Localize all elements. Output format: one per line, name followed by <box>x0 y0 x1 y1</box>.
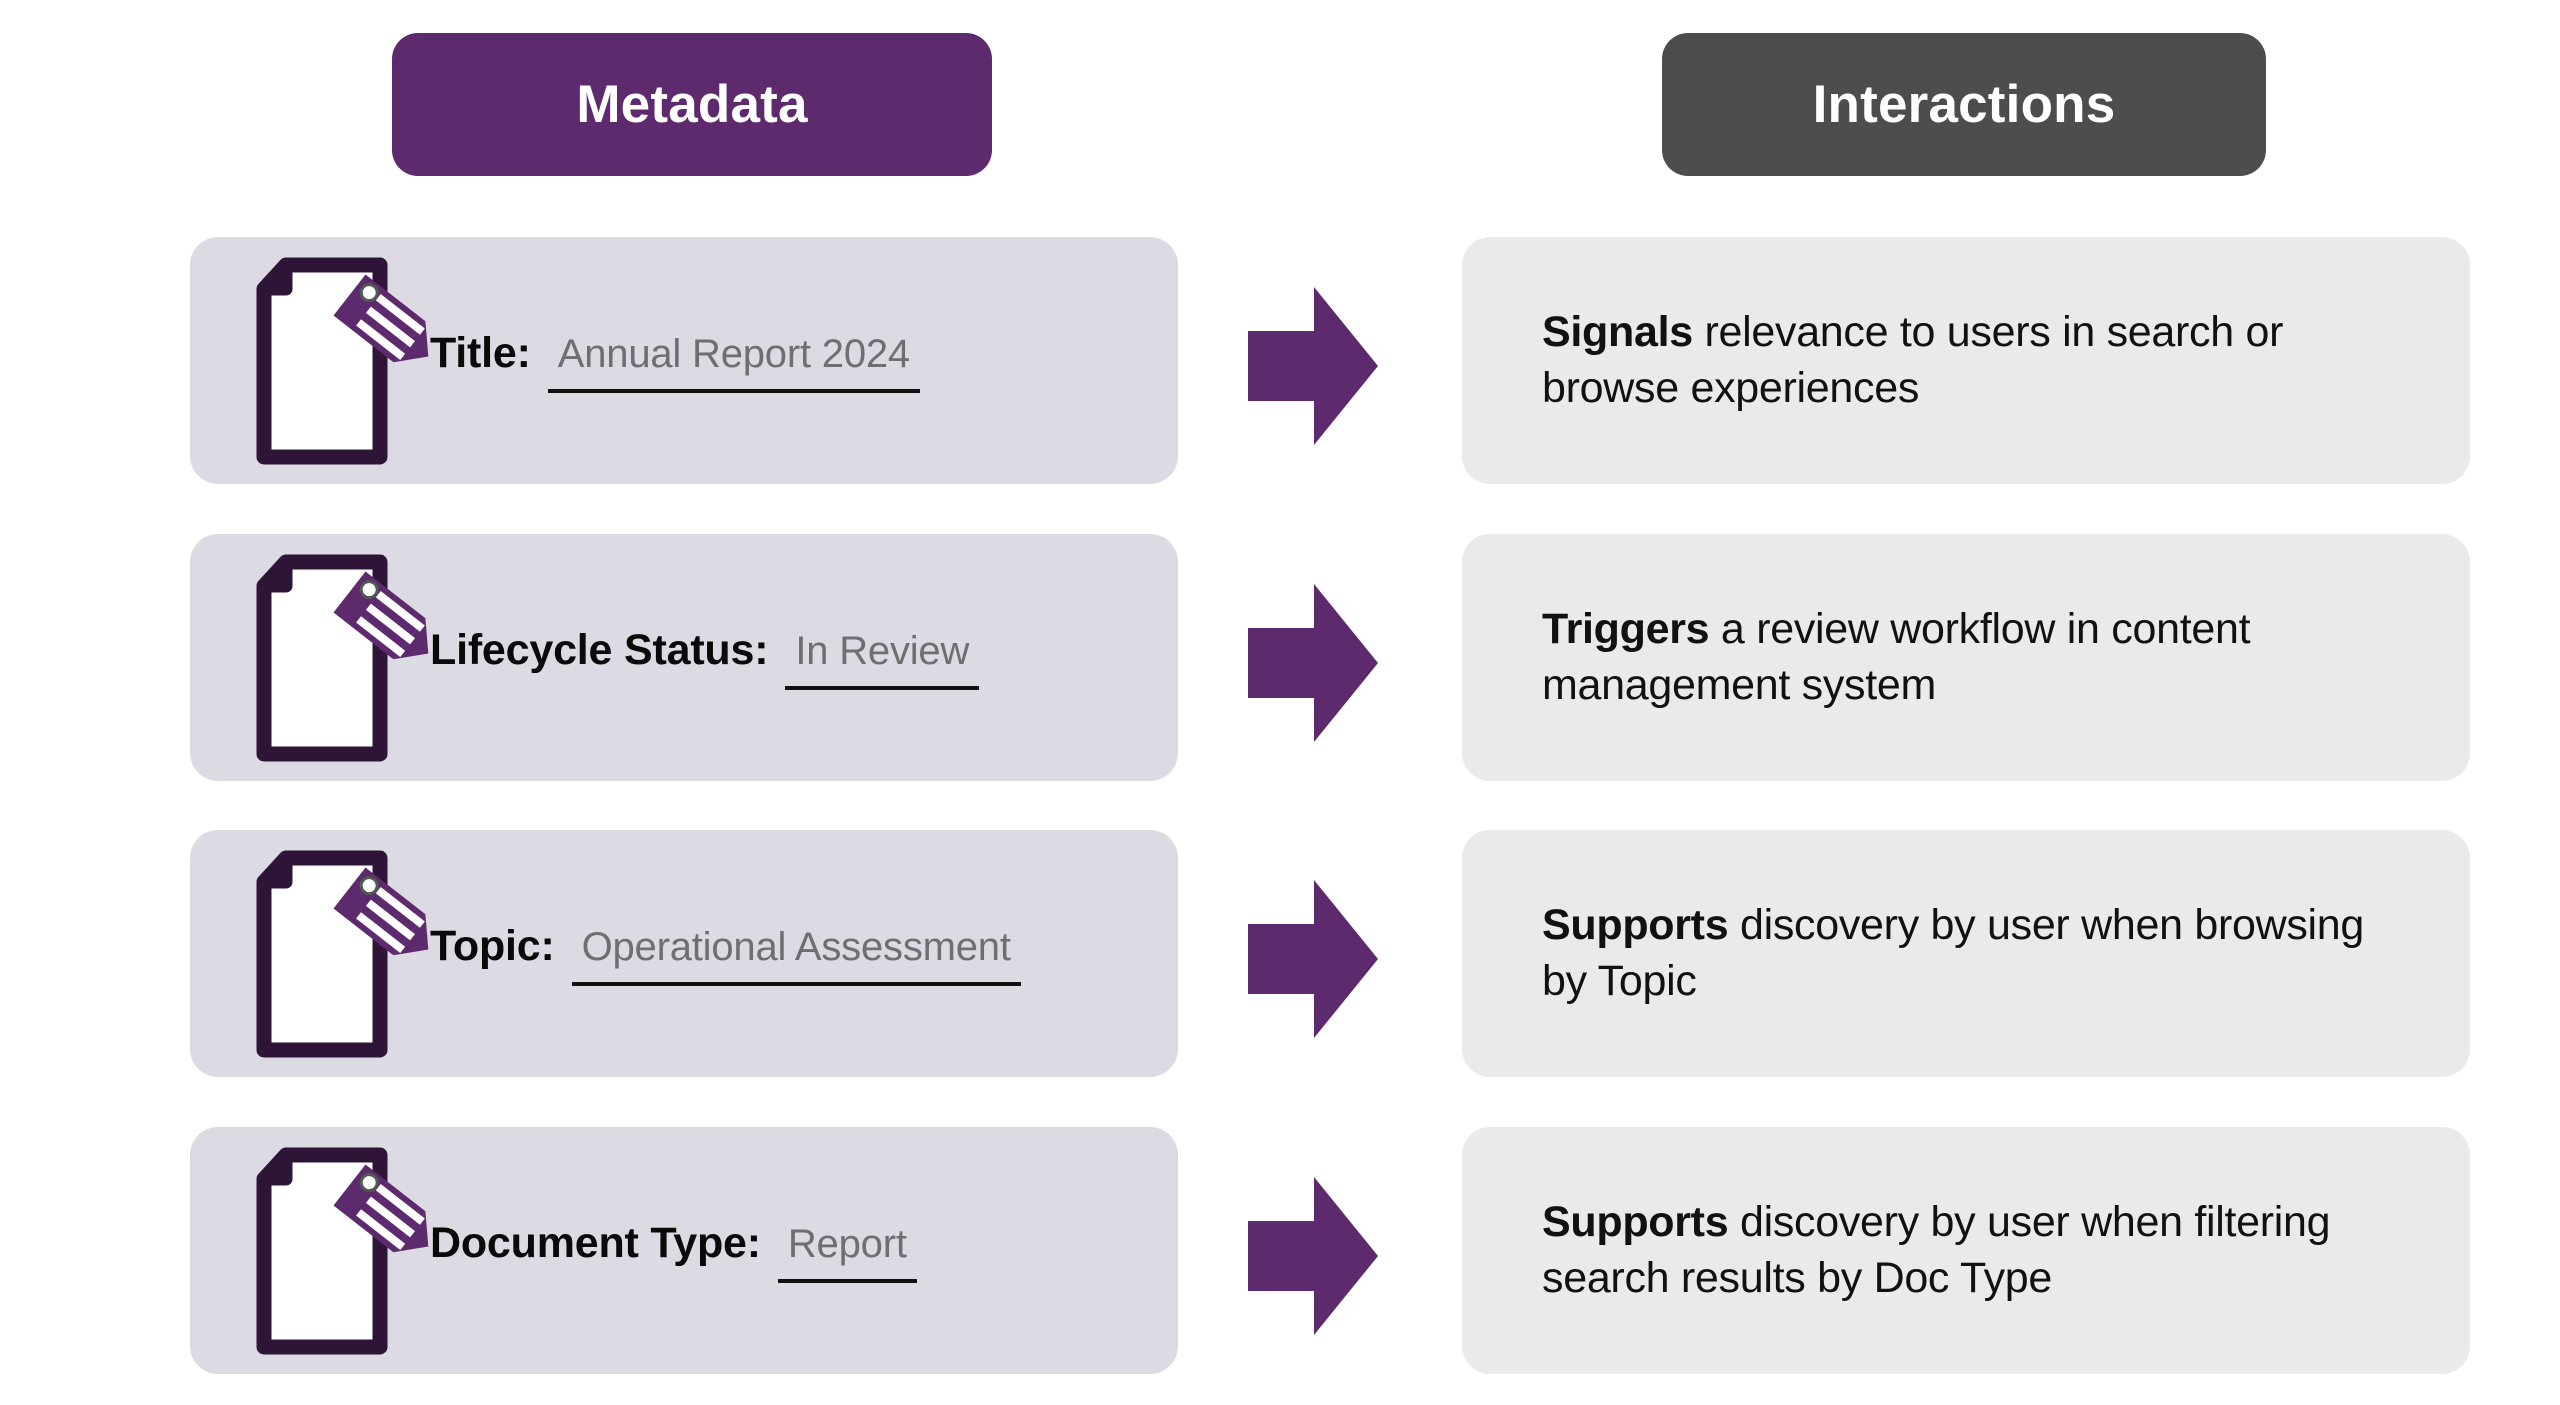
right-arrow-icon <box>1248 287 1378 445</box>
metadata-row: Topic: Operational Assessment Supports d… <box>0 808 2560 1108</box>
right-arrow-icon <box>1248 1177 1378 1335</box>
interaction-card[interactable]: Supports discovery by user when filterin… <box>1462 1127 2470 1374</box>
column-header-metadata-label: Metadata <box>576 75 808 134</box>
metadata-field: Title: Annual Report 2024 <box>430 329 920 393</box>
interaction-text: Signals relevance to users in search or … <box>1462 305 2470 415</box>
metadata-field-value: Operational Assessment <box>581 924 1011 969</box>
document-tag-icon <box>252 848 434 1060</box>
interaction-text: Supports discovery by user when browsing… <box>1462 898 2470 1008</box>
metadata-card[interactable]: Lifecycle Status: In Review <box>190 534 1178 781</box>
document-tag-icon <box>252 552 434 764</box>
metadata-row: Lifecycle Status: In Review Triggers a r… <box>0 512 2560 812</box>
column-header-interactions: Interactions <box>1662 33 2266 176</box>
metadata-field: Lifecycle Status: In Review <box>430 625 980 690</box>
metadata-field-label: Document Type: <box>430 1218 761 1267</box>
metadata-field: Topic: Operational Assessment <box>430 922 1021 986</box>
metadata-field-label: Title: <box>430 328 531 377</box>
interaction-card[interactable]: Signals relevance to users in search or … <box>1462 237 2470 484</box>
metadata-field-value-container[interactable]: Report <box>777 1221 917 1283</box>
document-tag-icon <box>252 1145 434 1357</box>
interaction-strong: Supports <box>1542 901 1729 950</box>
metadata-card[interactable]: Title: Annual Report 2024 <box>190 237 1178 484</box>
metadata-field-label: Topic: <box>430 921 555 970</box>
column-header-metadata: Metadata <box>392 33 992 176</box>
metadata-field-value: Annual Report 2024 <box>557 331 910 376</box>
interaction-rest: discovery by user when browsing by Topic <box>1542 901 2365 1005</box>
metadata-field: Document Type: Report <box>430 1219 917 1283</box>
metadata-field-value-container[interactable]: Annual Report 2024 <box>547 331 920 393</box>
metadata-card[interactable]: Topic: Operational Assessment <box>190 830 1178 1077</box>
metadata-field-value: In Review <box>795 628 970 673</box>
interaction-text: Triggers a review workflow in content ma… <box>1462 602 2470 712</box>
metadata-field-label: Lifecycle Status: <box>430 625 769 674</box>
right-arrow-icon <box>1248 584 1378 742</box>
interaction-strong: Triggers <box>1542 605 1710 654</box>
interaction-rest: a review workflow in content management … <box>1542 605 2251 709</box>
metadata-row: Document Type: Report Supports discovery… <box>0 1105 2560 1405</box>
metadata-field-value-container[interactable]: In Review <box>785 628 980 690</box>
metadata-card[interactable]: Document Type: Report <box>190 1127 1178 1374</box>
metadata-field-value: Report <box>787 1221 907 1266</box>
interaction-strong: Supports <box>1542 1198 1729 1247</box>
interaction-card[interactable]: Supports discovery by user when browsing… <box>1462 830 2470 1077</box>
interaction-strong: Signals <box>1542 308 1693 357</box>
metadata-row: Title: Annual Report 2024 Signals releva… <box>0 215 2560 515</box>
interaction-rest: relevance to users in search or browse e… <box>1542 308 2284 412</box>
right-arrow-icon <box>1248 880 1378 1038</box>
column-header-interactions-label: Interactions <box>1812 75 2116 134</box>
interaction-text: Supports discovery by user when filterin… <box>1462 1195 2470 1305</box>
interaction-rest: discovery by user when filtering search … <box>1542 1198 2331 1302</box>
document-tag-icon <box>252 255 434 467</box>
interaction-card[interactable]: Triggers a review workflow in content ma… <box>1462 534 2470 781</box>
metadata-field-value-container[interactable]: Operational Assessment <box>571 924 1021 986</box>
